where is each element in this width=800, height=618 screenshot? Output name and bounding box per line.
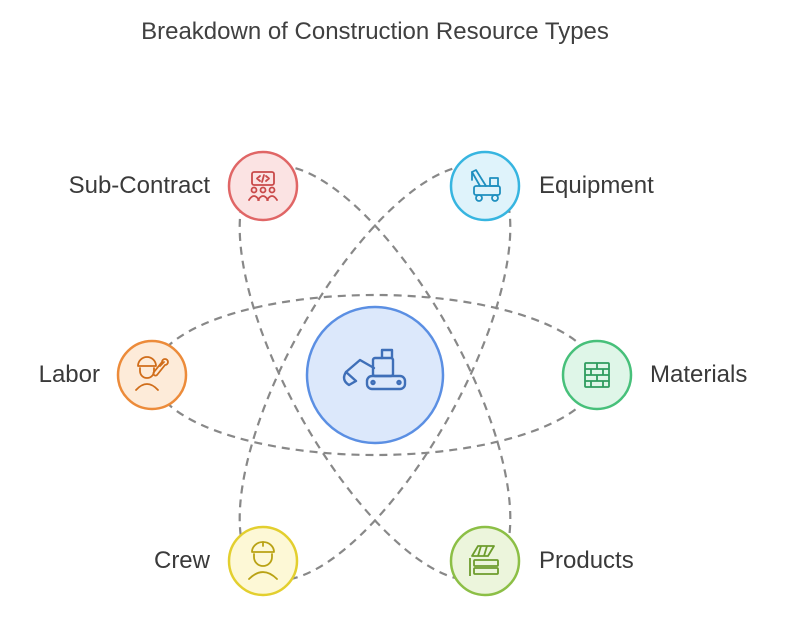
label-products: Products <box>539 547 634 574</box>
crew-circle <box>227 525 299 597</box>
node-crew <box>227 525 299 597</box>
excavator-icon <box>342 348 407 391</box>
node-equipment <box>449 150 521 222</box>
node-labor <box>116 339 188 411</box>
node-sub-contract <box>227 150 299 222</box>
crane-truck-icon <box>471 169 501 202</box>
diagram-title: Breakdown of Construction Resource Types <box>141 18 609 45</box>
label-materials: Materials <box>650 361 748 388</box>
node-products <box>449 525 521 597</box>
center-node <box>305 305 445 445</box>
products-circle <box>449 525 521 597</box>
label-labor: Labor <box>38 361 100 388</box>
team-contract-icon <box>248 171 278 201</box>
bricks-icon <box>584 362 610 388</box>
worker-wrench-icon <box>135 356 169 391</box>
sub-contract-circle <box>227 150 299 222</box>
label-equipment: Equipment <box>539 172 654 199</box>
label-crew: Crew <box>153 547 210 574</box>
product-stack-icon <box>469 545 499 576</box>
hardhat-worker-icon <box>248 541 278 580</box>
node-materials <box>561 339 633 411</box>
label-sub-contract: Sub-Contract <box>68 172 210 199</box>
